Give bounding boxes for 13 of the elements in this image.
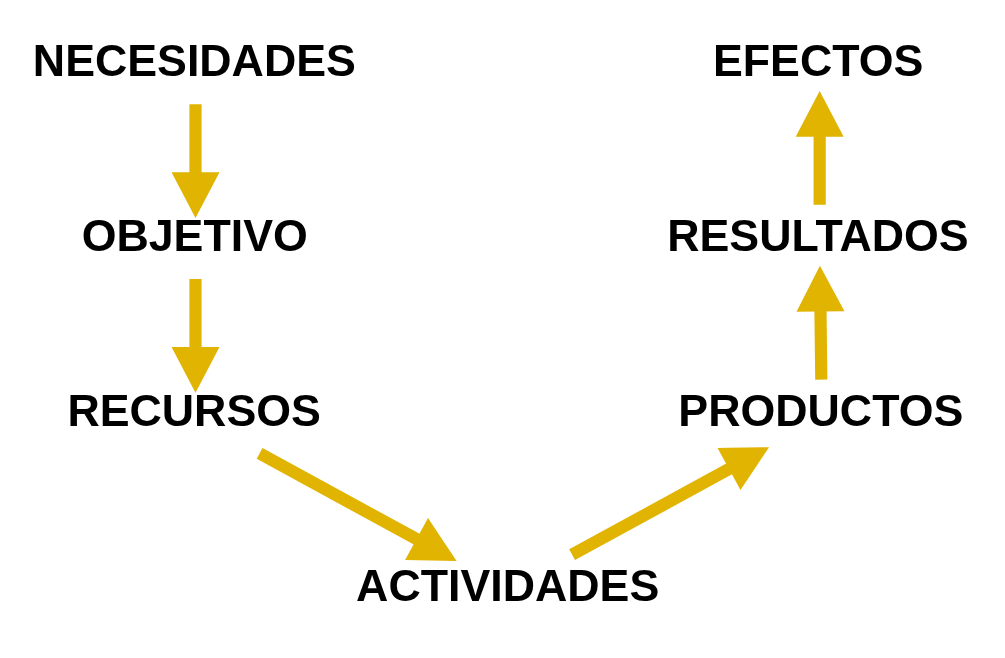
node-text: ACTIVIDADES xyxy=(356,560,660,610)
node-text: NECESIDADES xyxy=(32,36,356,86)
node-text: OBJETIVO xyxy=(81,210,308,260)
arrow xyxy=(795,91,844,205)
arrow xyxy=(171,279,220,393)
node-text: PRODUCTOS xyxy=(678,385,964,435)
node-text: RECURSOS xyxy=(67,385,321,435)
node-text: RESULTADOS xyxy=(667,210,969,260)
arrow xyxy=(256,448,457,561)
arrow xyxy=(569,447,770,560)
arrow xyxy=(796,265,845,380)
arrow xyxy=(171,104,220,218)
node-text: EFECTOS xyxy=(712,36,924,86)
